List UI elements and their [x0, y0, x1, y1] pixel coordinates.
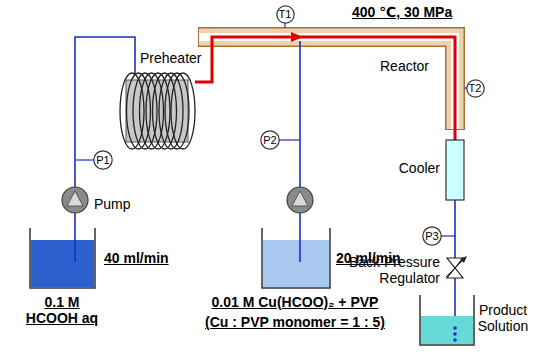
coil-turn: [140, 73, 164, 149]
gauge-outline: [261, 131, 279, 149]
preheater-coil: [120, 73, 195, 149]
part-name: Preheater: [140, 50, 201, 66]
coil-turn: [146, 73, 170, 149]
gauge-tie: [279, 139, 300, 140]
pump-symbol: [62, 187, 88, 213]
pump-symbol: [292, 191, 308, 206]
part-name: Reactor: [380, 58, 429, 74]
product-liquid: [421, 316, 473, 344]
reactor-tube: [199, 37, 455, 129]
reactor-tube: [199, 37, 455, 129]
part-name: Back Pressure Regulator: [342, 254, 440, 286]
feed-pipe: [75, 37, 135, 262]
solution-label: (Cu : PVP monomer = 1 : 5): [170, 314, 420, 330]
part-name: Cooler: [380, 160, 440, 176]
gauge-outline: [276, 5, 293, 22]
feed-pipe: [299, 240, 301, 262]
flow-rate: 40 ml/min: [104, 250, 169, 266]
coil-turn: [120, 73, 144, 149]
gauge-tag: P1: [96, 154, 109, 166]
gauge-tie: [441, 235, 455, 236]
gauge-tag: P2: [263, 134, 276, 146]
coil-turn: [165, 73, 189, 149]
gauge-circle: T1: [276, 5, 295, 24]
cooler-body: [446, 140, 464, 200]
bubble: [453, 332, 457, 336]
feed-pipe: [299, 41, 301, 262]
beaker: [420, 295, 474, 345]
gauge-outline: [466, 79, 483, 96]
gauge-tag: T2: [469, 82, 482, 94]
gauge-circle: P1: [93, 150, 113, 170]
coil-turn: [133, 73, 157, 149]
gauge-tag: P3: [425, 230, 438, 242]
feed-liquid: [31, 240, 94, 287]
flow-arrow: [291, 32, 303, 42]
feed-liquid: [263, 240, 329, 287]
hot-flow-line: [195, 37, 455, 140]
part-name: Pump: [94, 196, 131, 212]
pump-symbol: [67, 191, 83, 206]
gauge-circle: P3: [422, 226, 442, 246]
beaker: [262, 228, 330, 288]
coil-turn: [127, 73, 151, 149]
coil-turn: [171, 73, 195, 149]
gauge-tie: [75, 159, 95, 160]
gauge-tag: T1: [279, 8, 292, 20]
solution-label: 0.01 M Cu(HCOO)₂ + PVP: [170, 294, 420, 310]
valve-adjust: [460, 256, 467, 263]
part-name: Product Solution: [476, 302, 530, 334]
bubble: [453, 326, 457, 330]
bubble: [453, 338, 457, 342]
pump-symbol: [287, 187, 313, 213]
gauge-outline: [94, 151, 112, 169]
gauge-circle: P2: [260, 130, 280, 150]
condition-label: 400 ℃, 30 MPa: [352, 4, 452, 20]
reactor-tube: [198, 37, 455, 130]
beaker: [30, 228, 95, 288]
gauge-circle: T2: [466, 79, 485, 98]
gauge-outline: [423, 227, 441, 245]
solution-label: 0.1 M HCOOH aq: [20, 294, 104, 326]
